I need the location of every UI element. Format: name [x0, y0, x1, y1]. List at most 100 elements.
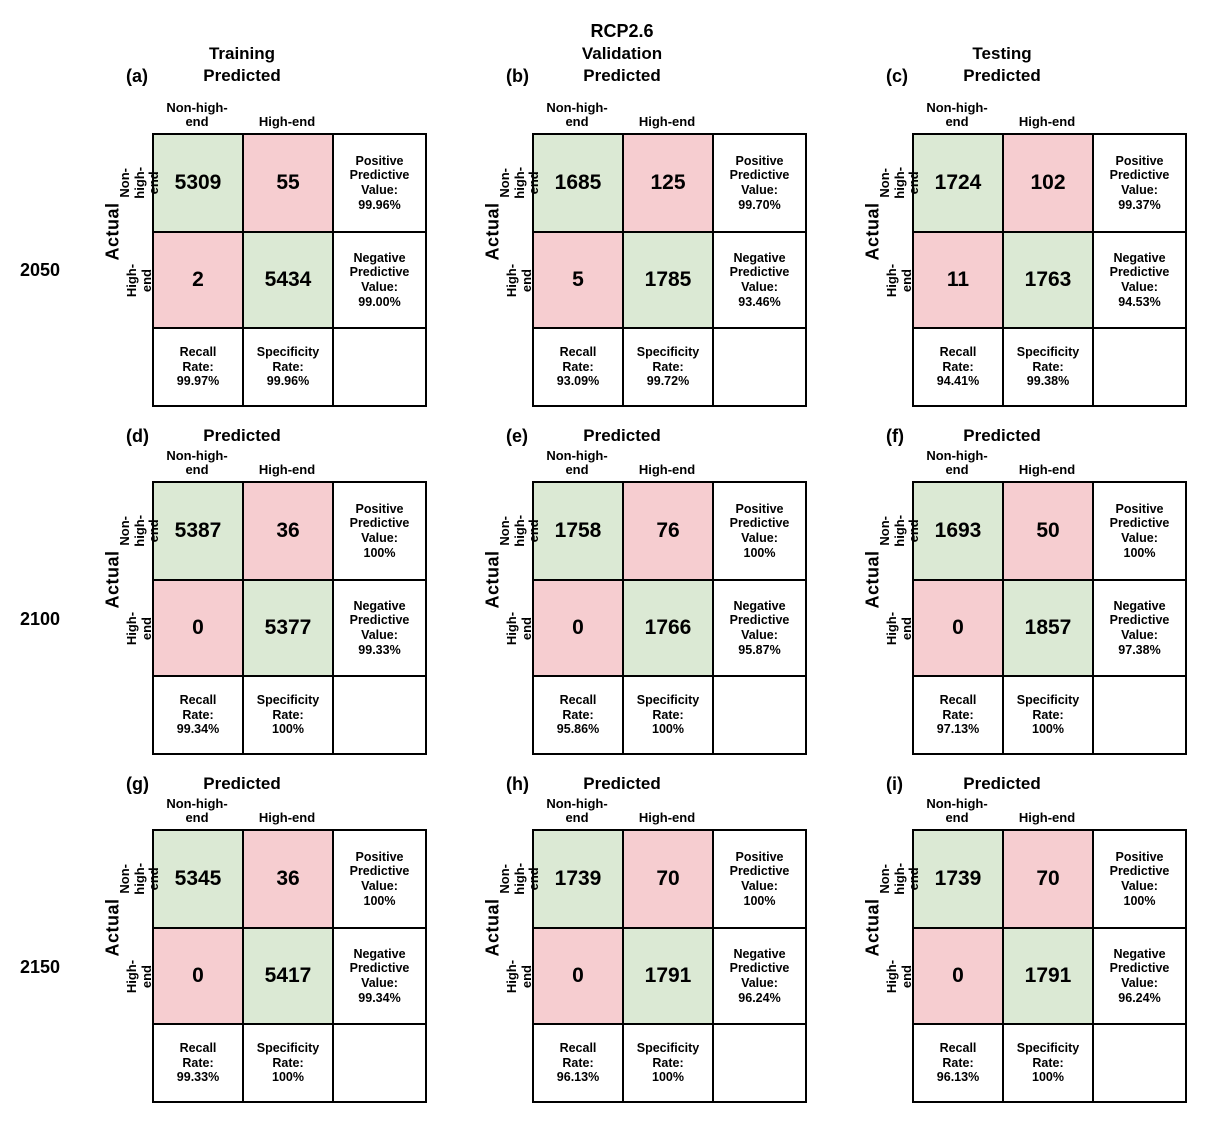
npv-label: Negative Predictive Value:: [729, 598, 790, 643]
confusion-matrix-table: 1739 70 Positive Predictive Value: 100% …: [532, 829, 807, 1103]
confusion-matrix-figure: 2050 Training Predicted (a) Non-high- en…: [0, 3, 1221, 1103]
ppv-value: 100%: [363, 893, 396, 908]
specificity-value: 99.38%: [1026, 374, 1070, 389]
col-label-non-high-end: Non-high- end: [546, 795, 608, 826]
empty-corner: [332, 675, 427, 755]
row-label-high-end: High-end: [124, 611, 154, 646]
ppv-label: Positive Predictive Value:: [729, 153, 790, 198]
cell-false-positive: 36: [242, 481, 334, 581]
empty-corner: [1092, 675, 1187, 755]
row-2050: 2050 Training Predicted (a) Non-high- en…: [0, 3, 1221, 407]
npv-value: 95.87%: [738, 642, 781, 657]
predicted-label: Predicted: [963, 426, 1041, 445]
specificity-label: Specificity Rate:: [636, 344, 700, 374]
recall-cell: Recall Rate: 94.41%: [912, 327, 1004, 407]
col-label-high-end: High-end: [1018, 114, 1076, 130]
specificity-label: Specificity Rate:: [1016, 692, 1080, 722]
recall-label: Recall Rate:: [939, 692, 977, 722]
year-label-2100: 2100: [19, 609, 61, 629]
npv-cell: Negative Predictive Value: 99.34%: [332, 927, 427, 1025]
npv-label: Negative Predictive Value:: [349, 946, 410, 991]
panel-c-testing-2050: Testing Predicted (c) Non-high- end High…: [840, 3, 1220, 407]
cell-true-negative: 5309: [152, 133, 244, 233]
predicted-label: Predicted: [963, 66, 1041, 85]
ppv-value: 99.96%: [358, 197, 401, 212]
actual-class-labels: Non-high- end High-end: [497, 133, 541, 407]
npv-label: Negative Predictive Value:: [349, 250, 410, 295]
panel-b-validation-2050: RCP2.6 Validation Predicted (b) Non-high…: [460, 3, 840, 407]
row-2150: 2150 Predicted (g) Non-high- end High-en…: [0, 769, 1221, 1103]
row-label-high-end: High-end: [124, 959, 154, 994]
recall-cell: Recall Rate: 96.13%: [912, 1023, 1004, 1103]
panel-header: Predicted (e): [506, 421, 712, 447]
cell-false-negative: 0: [912, 927, 1004, 1025]
row-label-non-high-end: Non-high- end: [117, 514, 162, 547]
actual-class-labels: Non-high- end High-end: [497, 481, 541, 755]
panel-tag: (i): [886, 774, 903, 794]
recall-cell: Recall Rate: 99.33%: [152, 1023, 244, 1103]
ppv-cell: Positive Predictive Value: 100%: [332, 829, 427, 929]
empty-corner: [1092, 1023, 1187, 1103]
panel-header: RCP2.6 Validation Predicted (b): [506, 3, 712, 87]
ppv-cell: Positive Predictive Value: 99.37%: [1092, 133, 1187, 233]
predicted-label: Predicted: [963, 774, 1041, 793]
panel-header: Predicted (g): [126, 769, 332, 795]
actual-label: Actual: [102, 897, 123, 957]
npv-cell: Negative Predictive Value: 99.33%: [332, 579, 427, 677]
confusion-matrix-table: 5387 36 Positive Predictive Value: 100% …: [152, 481, 427, 755]
npv-cell: Negative Predictive Value: 94.53%: [1092, 231, 1187, 329]
confusion-matrix-table: 1685 125 Positive Predictive Value: 99.7…: [532, 133, 807, 407]
actual-label: Actual: [862, 201, 883, 261]
actual-class-labels: Non-high- end High-end: [117, 829, 161, 1103]
confusion-matrix-table: 1758 76 Positive Predictive Value: 100% …: [532, 481, 807, 755]
cell-true-negative: 1685: [532, 133, 624, 233]
npv-label: Negative Predictive Value:: [349, 598, 410, 643]
actual-label: Actual: [482, 549, 503, 609]
npv-label: Negative Predictive Value:: [1109, 250, 1170, 295]
ppv-label: Positive Predictive Value:: [349, 153, 410, 198]
panel-d-training-2100: Predicted (d) Non-high- end High-end Act…: [80, 421, 460, 755]
recall-cell: Recall Rate: 97.13%: [912, 675, 1004, 755]
ppv-label: Positive Predictive Value:: [349, 501, 410, 546]
panel-e-validation-2100: Predicted (e) Non-high- end High-end Act…: [460, 421, 840, 755]
row-label-non-high-end: Non-high- end: [497, 862, 542, 895]
ppv-cell: Positive Predictive Value: 99.96%: [332, 133, 427, 233]
npv-cell: Negative Predictive Value: 99.00%: [332, 231, 427, 329]
specificity-label: Specificity Rate:: [256, 1040, 320, 1070]
col-label-non-high-end: Non-high- end: [546, 447, 608, 478]
panel-g-training-2150: Predicted (g) Non-high- end High-end Act…: [80, 769, 460, 1103]
predicted-class-labels: Non-high- end High-end: [152, 795, 332, 829]
specificity-cell: Specificity Rate: 100%: [622, 675, 714, 755]
panel-tag: (f): [886, 426, 904, 446]
specificity-value: 99.96%: [266, 374, 310, 389]
row-label-high-end: High-end: [124, 263, 154, 298]
ppv-cell: Positive Predictive Value: 100%: [712, 829, 807, 929]
predicted-label: Predicted: [203, 426, 281, 445]
actual-class-labels: Non-high- end High-end: [497, 829, 541, 1103]
recall-cell: Recall Rate: 93.09%: [532, 327, 624, 407]
recall-value: 94.41%: [936, 374, 980, 389]
recall-value: 96.13%: [556, 1070, 600, 1085]
confusion-matrix-table: 1693 50 Positive Predictive Value: 100% …: [912, 481, 1187, 755]
col-label-high-end: High-end: [638, 810, 696, 826]
ppv-label: Positive Predictive Value:: [1109, 849, 1170, 894]
cell-true-negative: 5387: [152, 481, 244, 581]
recall-cell: Recall Rate: 96.13%: [532, 1023, 624, 1103]
figure-title: RCP2.6: [590, 21, 654, 41]
row-label-non-high-end: Non-high- end: [117, 862, 162, 895]
cell-true-positive: 5434: [242, 231, 334, 329]
specificity-label: Specificity Rate:: [256, 692, 320, 722]
recall-label: Recall Rate:: [559, 344, 597, 374]
panel-a-training-2050: Training Predicted (a) Non-high- end Hig…: [80, 3, 460, 407]
cell-true-negative: 5345: [152, 829, 244, 929]
cell-true-positive: 1785: [622, 231, 714, 329]
row-label-high-end: High-end: [884, 263, 914, 298]
npv-label: Negative Predictive Value:: [729, 250, 790, 295]
row-label-high-end: High-end: [504, 959, 534, 994]
npv-value: 99.34%: [358, 990, 401, 1005]
predicted-label: Predicted: [583, 66, 661, 85]
cell-false-negative: 2: [152, 231, 244, 329]
specificity-value: 100%: [272, 1070, 304, 1085]
cell-true-positive: 5377: [242, 579, 334, 677]
column-header-testing: Testing: [972, 44, 1032, 63]
